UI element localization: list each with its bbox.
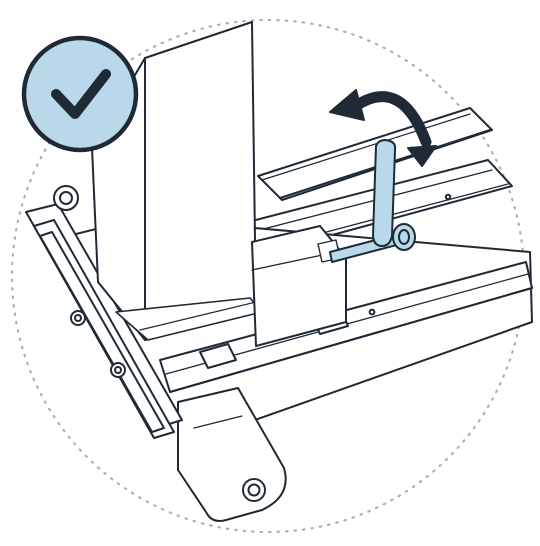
rail-bolt-upper-head: [74, 314, 82, 322]
hex-key-tool: [329, 139, 416, 263]
rotate-arrow-icon: [329, 89, 437, 167]
check-circle-icon: [21, 35, 139, 153]
rail-bolt-lower-head: [114, 366, 122, 374]
slot-tab-front: [199, 343, 237, 369]
corner-screw-head: [59, 191, 73, 205]
foot-screw-head: [247, 483, 261, 497]
side-rail: [25, 203, 183, 439]
